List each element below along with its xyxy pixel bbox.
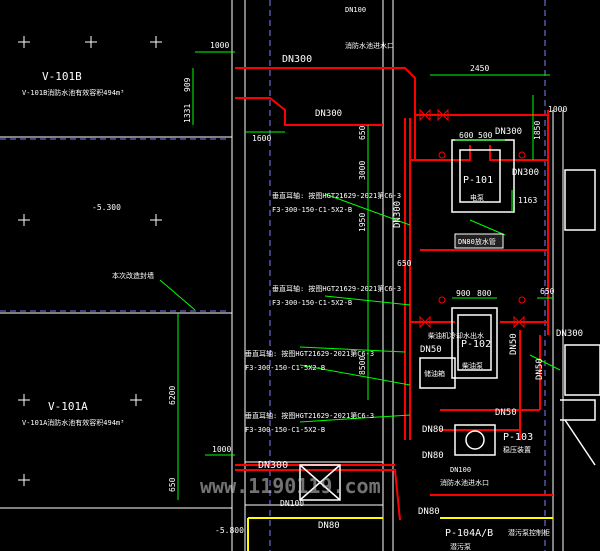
dim-650: 650 [358, 125, 367, 140]
p104-sub: 潜污泵 [450, 542, 471, 551]
pump-p102-box [451, 307, 498, 379]
elevation-upper: -5.300 [92, 203, 121, 212]
dn50-d: DN50 [535, 358, 545, 380]
spec1-line-b: F3-300-150-C1-5X2-B [272, 206, 352, 214]
dimension-lines [177, 51, 553, 500]
dim-1163: 1163 [518, 196, 537, 205]
p101-tag: P-101 [463, 175, 493, 186]
inlet-bottom: 消防水池进水口 [440, 478, 489, 487]
equipment [299, 139, 600, 501]
dim-1331: 1331 [183, 104, 192, 123]
dn300-top: DN300 [282, 54, 312, 65]
valves [419, 108, 526, 329]
building-outline [0, 0, 564, 551]
fuel-tank-box [419, 357, 456, 389]
dim-650-right: 650 [540, 287, 555, 296]
dn50-c: DN50 [509, 333, 519, 355]
dim-800: 800 [477, 289, 492, 298]
leader-lines [159, 193, 561, 423]
dn300-right1: DN300 [495, 127, 522, 137]
dim-600: 600 [459, 131, 474, 140]
grid-markers [18, 36, 162, 486]
dn300-vertical: DN300 [393, 201, 403, 228]
dim-8500: 8500 [358, 356, 367, 375]
drain-control: 潜污泵控制柜 [508, 528, 550, 537]
p104-tag: P-104A/B [445, 528, 493, 539]
dim-1000-bottom: 1000 [212, 445, 231, 454]
spec4-line-a: 垂直耳轴: 按图HGT21629-2021第C6-3 [245, 411, 374, 420]
dim-6200: 6200 [168, 386, 177, 405]
dn50-b: DN50 [495, 408, 517, 418]
dn100-c: DN100 [450, 466, 471, 474]
spec3-line-b: F3-300-150-C1-5X2-B [245, 364, 325, 372]
dim-900: 900 [456, 289, 471, 298]
dn80-c: DN80 [418, 507, 440, 517]
p103-tag: P-103 [503, 432, 533, 443]
dim-500: 500 [478, 131, 493, 140]
spec4-line-b: F3-300-150-C1-5X2-B [245, 426, 325, 434]
dn80-b: DN80 [422, 451, 444, 461]
spec2-line-b: F3-300-150-C1-5X2-B [272, 299, 352, 307]
fuel-tank: 储油箱 [424, 369, 445, 378]
pump-p103-box [454, 424, 496, 456]
dn300-right3: DN300 [556, 329, 583, 339]
dim-1850: 1850 [533, 121, 542, 140]
header-tag: DN80放水管 [458, 237, 496, 246]
dn100-top: DN100 [345, 6, 366, 14]
dim-2450: 2450 [470, 64, 489, 73]
p101-sub: 电泵 [470, 193, 484, 202]
p102-tag: P-102 [461, 339, 491, 350]
watermark: www.1190119.com [200, 474, 381, 498]
p103-sub: 稳压装置 [503, 445, 531, 454]
dim-1000-top: 1000 [210, 41, 229, 50]
dim-1000-right: 1000 [548, 105, 567, 114]
dim-650-mid: 650 [397, 259, 412, 268]
tank-b-tag: V-101B [42, 70, 82, 83]
grid-lines-dashed [0, 0, 546, 551]
dn80-d: DN80 [318, 521, 340, 531]
dn300-bottom: DN300 [258, 460, 288, 471]
tank-a-desc: V-101A消防水池有效容积494m³ [22, 418, 124, 427]
dim-3000: 3000 [358, 161, 367, 180]
spec2-line-a: 垂直耳轴: 按图HGT21629-2021第C6-3 [272, 284, 401, 293]
inlet-top: 消防水池进水口 [345, 41, 394, 50]
diesel-cooling: 柴油机冷却水出水 [428, 331, 484, 340]
spec1-line-a: 垂直耳轴: 按图HGT21629-2021第C6-3 [272, 191, 401, 200]
tank-a-tag: V-101A [48, 400, 88, 413]
dim-650-bottom: 650 [168, 477, 177, 492]
wall-note: 本次改造封墙 [112, 271, 154, 280]
dn300-right2: DN300 [512, 168, 539, 178]
dn100-b: DN100 [280, 499, 304, 508]
dim-909: 909 [183, 77, 192, 92]
sump-pit [299, 464, 341, 501]
dim-1600: 1600 [252, 134, 271, 143]
tank-b-desc: V-101B消防水池有效容积494m³ [22, 88, 124, 97]
header-tag-box [454, 233, 504, 249]
dn50-a: DN50 [420, 345, 442, 355]
wall-highlight [247, 517, 553, 551]
dn300-mid: DN300 [315, 109, 342, 119]
elevation-lower: -5.800 [215, 526, 244, 535]
dn80-a: DN80 [422, 425, 444, 435]
spec3-line-a: 垂直耳轴: 按图HGT21629-2021第C6-3 [245, 349, 374, 358]
dim-1950: 1950 [358, 213, 367, 232]
pump-diesel: 柴油泵 [462, 361, 483, 370]
